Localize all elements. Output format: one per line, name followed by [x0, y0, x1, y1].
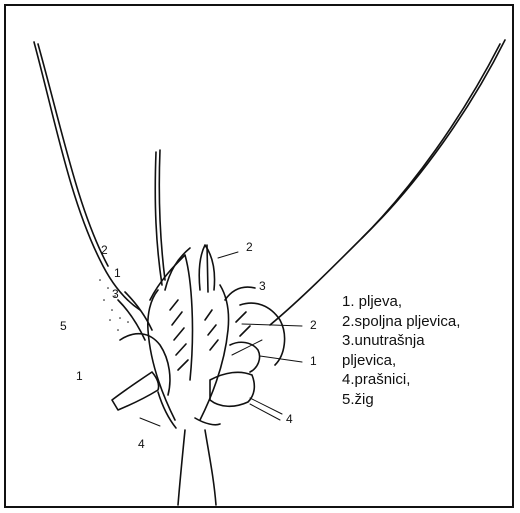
callout-right-1: 1 [310, 355, 317, 367]
callout-right-3: 3 [259, 280, 266, 292]
legend-item: 5.žig [342, 390, 460, 410]
callout-top-2: 2 [246, 241, 253, 253]
legend-item: 2.spoljna pljevica, [342, 312, 460, 332]
legend-item: pljevica, [342, 351, 460, 371]
callout-bottom-4: 4 [138, 438, 145, 450]
legend-item: 4.prašnici, [342, 370, 460, 390]
legend: 1. pljeva, 2.spoljna pljevica, 3.unutraš… [342, 292, 460, 409]
callout-right-4: 4 [286, 413, 293, 425]
callout-right-2: 2 [310, 319, 317, 331]
callout-left-1: 1 [114, 267, 121, 279]
callout-left-1b: 1 [76, 370, 83, 382]
callout-left-2: 2 [101, 244, 108, 256]
callout-left-3: 3 [112, 288, 119, 300]
legend-item: 1. pljeva, [342, 292, 460, 312]
callout-left-5: 5 [60, 320, 67, 332]
legend-item: 3.unutrašnja [342, 331, 460, 351]
